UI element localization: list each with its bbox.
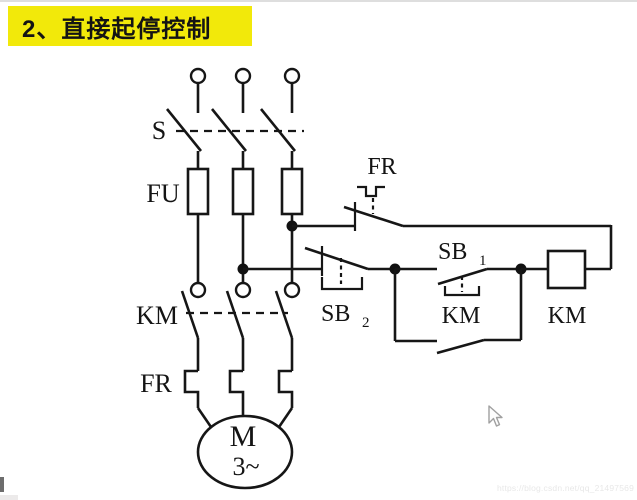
- left-edge-tab: [0, 477, 4, 492]
- motor: M 3~: [196, 407, 294, 490]
- contactor-aux-label: KM: [442, 303, 481, 329]
- km-main-contacts: KM: [136, 281, 301, 371]
- start-label-sub: 1: [479, 253, 487, 269]
- supply-terminals: [189, 67, 301, 113]
- thermal-relay-heaters-fr: FR: [140, 369, 294, 418]
- control-fr-contact: FR: [292, 154, 611, 231]
- page-title: 2、直接起停控制: [22, 15, 212, 43]
- fuse-label: FU: [146, 179, 179, 208]
- watermark-url: https://blog.csdn.net/qq_21497569: [496, 483, 634, 493]
- left-edge-smudge: [0, 495, 18, 500]
- km-coil: KM: [521, 225, 613, 329]
- phase-wires: [196, 214, 298, 283]
- coil-label: KM: [548, 303, 587, 329]
- fuses-fu: FU: [146, 167, 304, 216]
- thermal-control-label: FR: [367, 154, 396, 180]
- motor-label: M: [230, 420, 257, 453]
- start-button-sb1: SB 1: [389, 239, 527, 297]
- km-aux-contact: KM: [393, 269, 523, 355]
- motor-phase-label: 3~: [232, 452, 259, 481]
- top-border-line: [0, 0, 637, 2]
- mouse-cursor: [488, 405, 503, 427]
- stop-label-base: SB: [321, 301, 350, 327]
- disconnect-switch-s: S: [152, 108, 304, 169]
- switch-label: S: [152, 116, 166, 145]
- thermal-main-label: FR: [140, 369, 172, 398]
- stop-button-sb2: SB 2: [243, 246, 395, 331]
- title-banner: 2、直接起停控制: [8, 6, 252, 46]
- contactor-main-label: KM: [136, 301, 178, 330]
- start-label-base: SB: [438, 239, 467, 265]
- stop-label-sub: 2: [362, 315, 370, 331]
